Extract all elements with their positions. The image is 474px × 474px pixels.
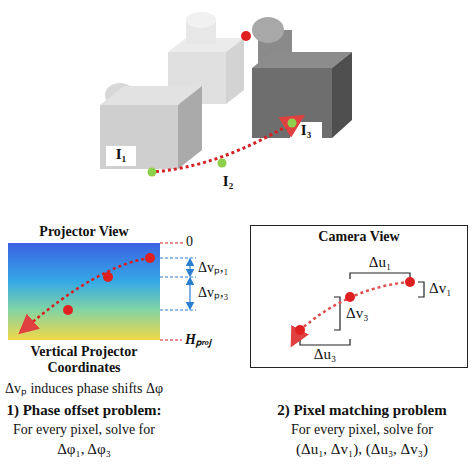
projector-gradient (8, 243, 160, 340)
camera-right (252, 17, 352, 142)
camera-label: I₃ (301, 122, 311, 139)
problem-unknowns: Δφ₁, Δφ₃ (57, 441, 111, 458)
problem-text: For every pixel, solve for (13, 422, 155, 438)
trajectory (150, 118, 300, 172)
origin-label: 0 (186, 234, 193, 250)
axis-max-label: Hₚᵣₒⱼ (185, 332, 211, 348)
problem-text: For every pixel, solve for (291, 422, 433, 438)
offset-label: Δu₃ (314, 346, 336, 363)
problem-heading: 1) Phase offset problem: (6, 402, 161, 419)
offset-label: Δv₃ (346, 305, 368, 322)
offset-label: Δvₚ,₁ (198, 260, 228, 276)
view-title: Projector View (8, 224, 160, 240)
view-title: Camera View (251, 229, 467, 245)
projector-trajectory (8, 243, 160, 340)
offset-label: Δu₁ (369, 254, 391, 271)
camera-trajectory (250, 225, 468, 368)
camera-label: I₂ (223, 173, 233, 190)
camera-label: I₁ (116, 146, 126, 163)
axis-caption: Vertical Projector Coordinates (9, 344, 159, 376)
offset-label: Δv₁ (429, 280, 451, 297)
note: Δvₚ induces phase shifts Δφ (5, 381, 163, 397)
problem-heading: 2) Pixel matching problem (277, 402, 446, 419)
scene-point (241, 31, 251, 41)
camera-left (100, 83, 202, 169)
camera-view-box: Camera View (250, 225, 468, 368)
projector-view: Projector View (8, 224, 160, 340)
problem-unknowns: (Δu₁, Δv₁), (Δu₃, Δv₃) (296, 441, 428, 458)
offset-label: Δvₚ,₃ (198, 285, 228, 301)
